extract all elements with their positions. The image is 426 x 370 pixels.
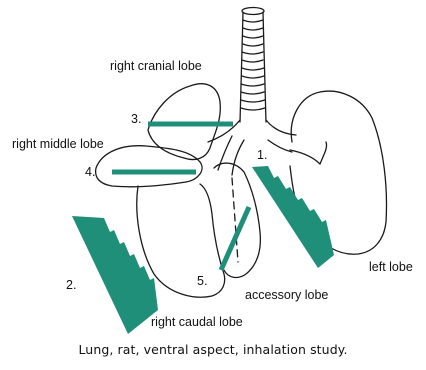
label-right-cranial-lobe: right cranial lobe bbox=[110, 59, 202, 73]
section-marker-1 bbox=[252, 166, 334, 268]
marker-number-5: 5. bbox=[197, 274, 207, 288]
marker-number-2: 2. bbox=[66, 278, 76, 292]
trachea bbox=[240, 8, 266, 123]
label-left-lobe: left lobe bbox=[369, 260, 413, 274]
section-marker-2 bbox=[72, 216, 158, 334]
right-middle-lobe-outline bbox=[96, 146, 202, 187]
label-right-middle-lobe: right middle lobe bbox=[12, 137, 104, 151]
figure-caption: Lung, rat, ventral aspect, inhalation st… bbox=[0, 342, 426, 357]
marker-number-4: 4. bbox=[85, 165, 95, 179]
accessory-lobe-dashed-line bbox=[232, 178, 238, 262]
label-accessory-lobe: accessory lobe bbox=[245, 288, 328, 302]
label-right-caudal-lobe: right caudal lobe bbox=[151, 315, 243, 329]
accessory-lobe-outline bbox=[214, 163, 260, 277]
left-lobe-notch bbox=[290, 142, 327, 164]
bronchi bbox=[208, 120, 296, 175]
marker-number-1: 1. bbox=[257, 148, 267, 162]
marker-number-3: 3. bbox=[131, 112, 141, 126]
